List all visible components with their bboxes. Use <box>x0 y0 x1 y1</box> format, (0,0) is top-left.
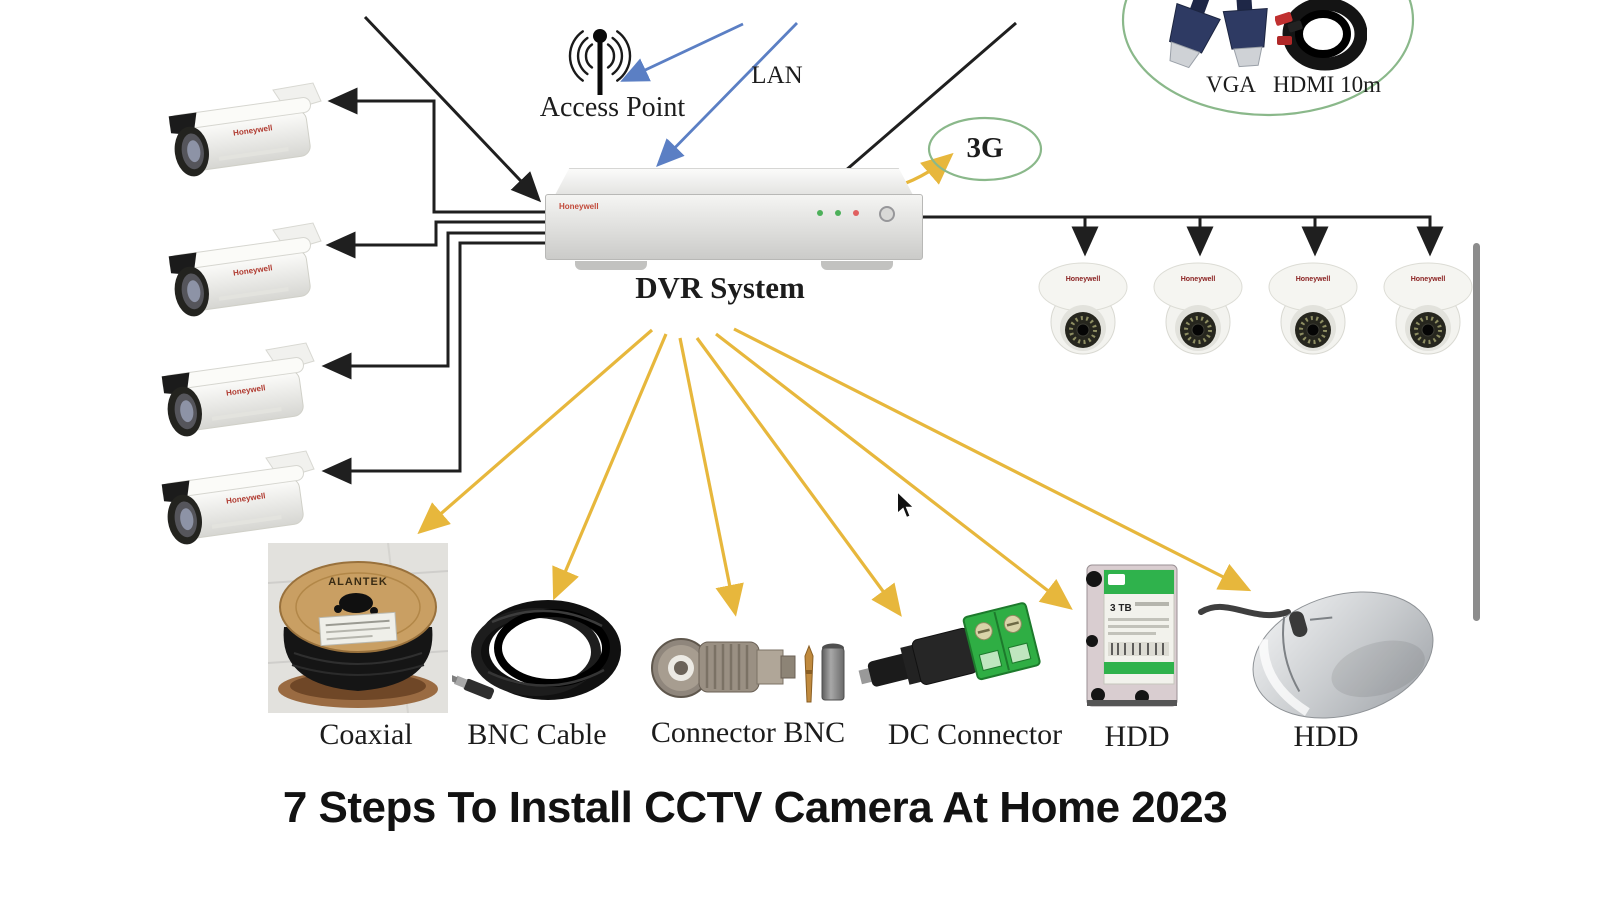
dvr-power-button <box>879 206 895 222</box>
dome-camera-2-brand: Honeywell <box>1180 276 1216 283</box>
dvr-brand-text: Honeywell <box>559 202 599 211</box>
bnc-cable-image <box>452 600 621 700</box>
bnc-connector-image <box>651 638 845 703</box>
3g-label: 3G <box>966 132 1004 164</box>
dc-connector-image <box>858 602 1041 687</box>
hdd-mouse-label: HDD <box>1293 720 1359 753</box>
bnc-cable-label: BNC Cable <box>467 718 607 751</box>
dvr-led-red <box>853 210 859 216</box>
lan-label: LAN <box>751 62 803 89</box>
hdd-label: HDD <box>1104 720 1170 753</box>
dvr-label: DVR System <box>635 270 805 305</box>
scrollbar-thumb[interactable] <box>1473 243 1480 621</box>
access-point-label: Access Point <box>539 92 686 123</box>
dvr-foot-right <box>821 261 893 270</box>
dvr-unit: Honeywell <box>545 168 923 272</box>
bnc-connector-label: Connector BNC <box>650 716 846 749</box>
mouse-image <box>1198 591 1434 719</box>
hdmi-label: HDMI 10m <box>1273 72 1381 97</box>
dome-camera-4-brand: Honeywell <box>1410 276 1446 283</box>
vga-cable-icon <box>1169 0 1268 69</box>
dvr-front-panel <box>545 194 923 260</box>
spool-brand-text: ALANTEK <box>328 576 388 588</box>
hdd-image: 3 TB <box>1086 564 1178 707</box>
dome-camera-3-brand: Honeywell <box>1295 276 1331 283</box>
dvr-led-green-2 <box>835 210 841 216</box>
dome-camera-1-brand: Honeywell <box>1065 276 1101 283</box>
hdmi-cable-icon <box>1275 0 1367 71</box>
vga-label: VGA <box>1206 72 1256 97</box>
dvr-led-green-1 <box>817 210 823 216</box>
dc-connector-label: DC Connector <box>887 718 1063 751</box>
mouse-cursor-icon <box>896 492 916 519</box>
coaxial-label: Coaxial <box>319 718 413 751</box>
dvr-top-panel <box>555 168 913 195</box>
hdd-sticker-text: 3 TB <box>1110 603 1132 614</box>
page-title: 7 Steps To Install CCTV Camera At Home 2… <box>282 783 1228 832</box>
dvr-foot-left <box>575 261 647 270</box>
coaxial-spool-image: ALANTEK <box>268 543 448 713</box>
access-point-icon <box>568 29 632 95</box>
